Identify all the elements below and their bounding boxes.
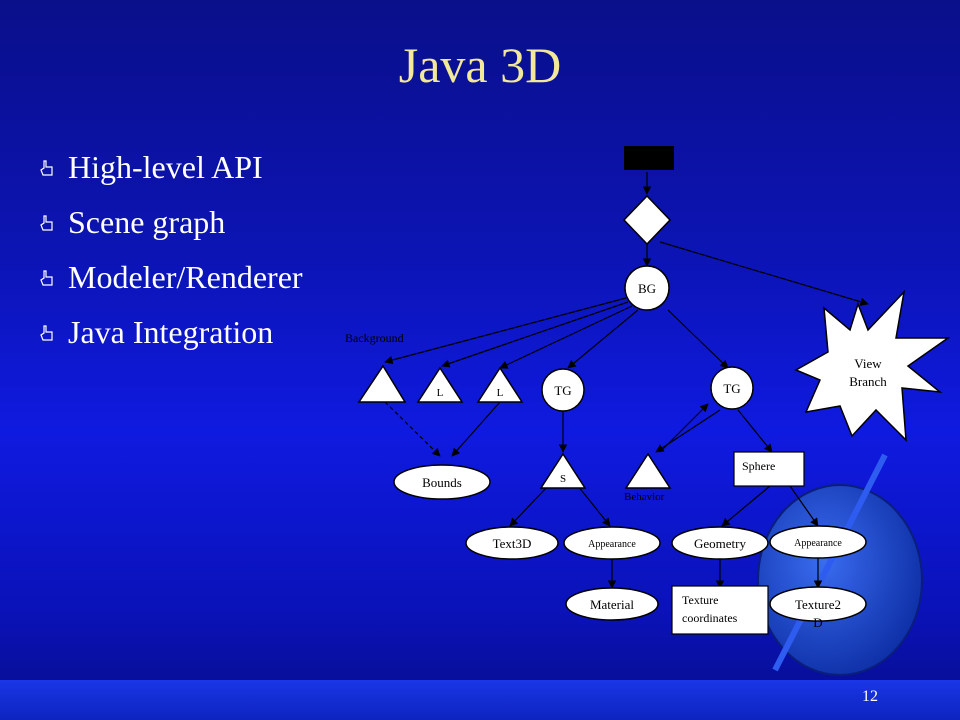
geometry-node xyxy=(671,526,769,560)
bullet-item: Scene graph xyxy=(40,195,303,250)
hand-pointer-icon xyxy=(40,269,53,286)
bullet-label: Scene graph xyxy=(68,204,226,240)
appearance-node xyxy=(769,525,867,559)
tg-label: TG xyxy=(554,383,571,398)
background-node xyxy=(357,364,407,403)
texture2d-node xyxy=(769,586,867,622)
bounds-label: Bounds xyxy=(422,475,462,490)
hand-pointer-icon xyxy=(40,159,53,176)
virtual-universe-node xyxy=(624,146,674,170)
light-label: L xyxy=(437,387,444,399)
texture-coordinates-label: coordinates xyxy=(682,611,738,625)
appearance-node xyxy=(563,526,661,560)
footer-bar xyxy=(0,680,960,720)
material-node xyxy=(565,587,659,621)
hand-pointer-icon xyxy=(40,324,53,341)
globe-decoration xyxy=(757,453,923,676)
background-label: Background xyxy=(345,331,404,345)
bullet-item: High-level API xyxy=(40,140,303,195)
light-node xyxy=(476,366,524,403)
bullet-item: Modeler/Renderer xyxy=(40,250,303,305)
view-branch-label: View xyxy=(854,356,882,371)
light-node xyxy=(416,366,464,403)
text3d-label: Text3D xyxy=(493,536,532,551)
bounds-node xyxy=(393,464,491,500)
transform-group-node xyxy=(710,366,754,410)
texture-coordinates-node xyxy=(671,585,769,635)
behavior-node xyxy=(624,452,672,489)
bullet-label: Java Integration xyxy=(68,314,274,350)
branch-group-node xyxy=(624,265,670,311)
diagram-edges xyxy=(384,172,869,589)
material-label: Material xyxy=(590,597,634,612)
sphere-label: Sphere xyxy=(742,459,775,473)
text3d-node xyxy=(465,526,559,560)
shape-label: S xyxy=(560,473,566,485)
appearance-label: Appearance xyxy=(588,539,636,550)
texture2d-label: D xyxy=(813,615,822,630)
appearance-label: Appearance xyxy=(794,538,842,549)
view-branch-label: Branch xyxy=(849,374,887,389)
view-branch-node xyxy=(794,289,951,442)
sphere-node xyxy=(733,451,805,487)
light-label: L xyxy=(497,387,504,399)
tg-label: TG xyxy=(723,381,740,396)
transform-group-node xyxy=(541,368,585,412)
bullet-item: Java Integration xyxy=(40,305,303,360)
page-number: 12 xyxy=(862,688,878,705)
texture2d-label: Texture2 xyxy=(795,597,841,612)
geometry-label: Geometry xyxy=(694,536,746,551)
texture-coordinates-label: Texture xyxy=(682,593,718,607)
bullet-label: Modeler/Renderer xyxy=(68,259,303,295)
slide-title: Java 3D xyxy=(398,37,562,93)
hand-pointer-icon xyxy=(40,214,53,231)
bullet-label: High-level API xyxy=(68,149,263,185)
bg-label: BG xyxy=(638,281,656,296)
locale-node xyxy=(622,194,672,246)
bullet-list: High-level API Scene graph Modeler/Rende… xyxy=(40,140,303,360)
shape3d-node xyxy=(539,452,587,489)
behavior-label: Behavior xyxy=(624,491,665,503)
